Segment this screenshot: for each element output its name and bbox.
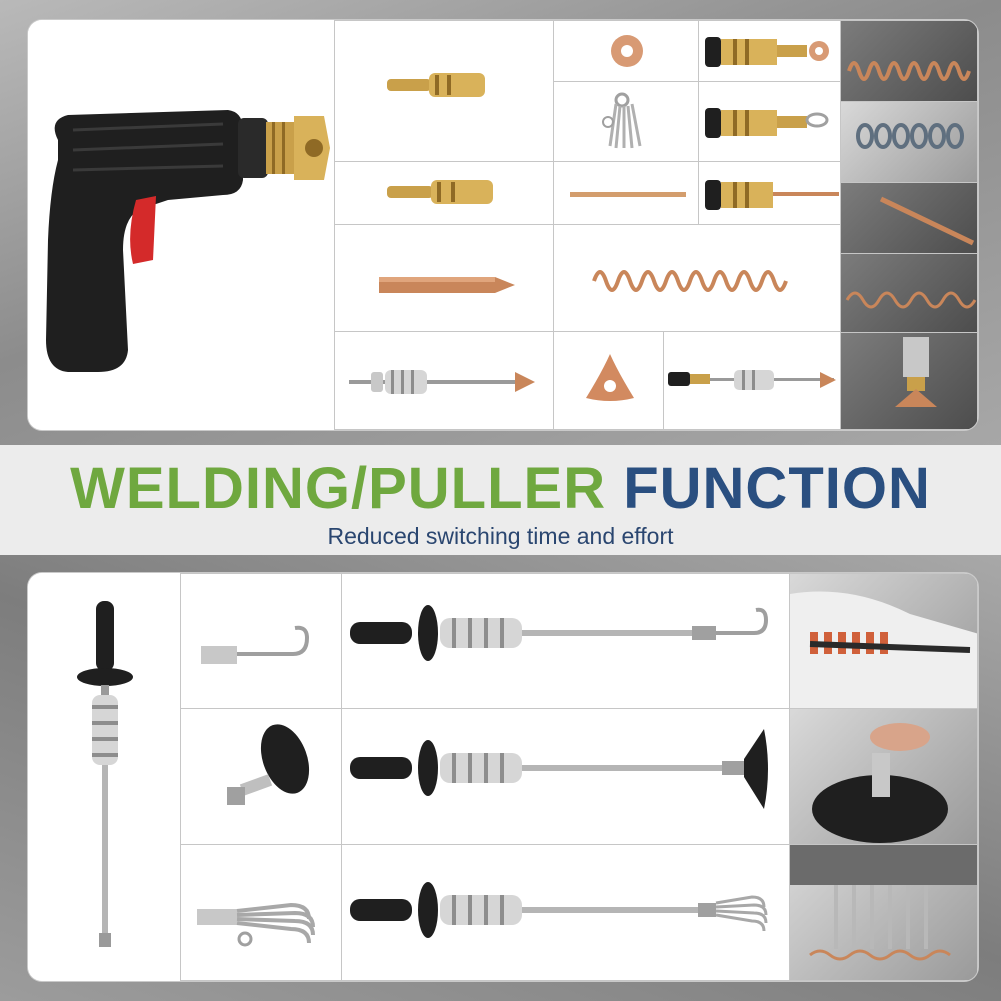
collet-tip-icon <box>387 73 485 97</box>
slide-hammer-hook-icon <box>350 605 769 661</box>
slide-hammer-cell <box>28 573 181 981</box>
spring-wire-photo <box>840 20 978 102</box>
triangle-star-washer-icon <box>586 354 634 401</box>
car-door-pull-photo <box>789 573 978 709</box>
hook-attachment-icon <box>201 625 310 664</box>
banner-title-part1: WELDING/PULLER <box>70 456 607 521</box>
banner-title-part2: FUNCTION <box>623 456 931 521</box>
spot-welder-gun-cell <box>28 20 335 430</box>
hook-attachment-cell <box>180 573 342 709</box>
welder-slide-hammer-icon <box>668 370 836 390</box>
copper-rod-icon <box>570 192 686 197</box>
copper-electrode-icon <box>379 277 515 293</box>
collet-tip-long-icon <box>387 180 493 204</box>
gun-tip-washer-icon <box>705 37 829 67</box>
slide-hammer-image <box>77 601 133 947</box>
star-tip-photo <box>840 332 978 430</box>
slide-hammer-hook-cell <box>341 573 790 709</box>
copper-electrode-cell <box>334 224 554 332</box>
gun-tip-ring-cell <box>698 81 841 162</box>
suction-cup-pull-photo <box>789 708 978 845</box>
slide-hammer-claw-cell <box>341 844 790 981</box>
copper-rod-cell <box>553 161 699 225</box>
claw-attachment-cell <box>180 844 342 981</box>
rod-welding-photo <box>840 182 978 254</box>
triangle-star-washer-cell <box>553 331 664 430</box>
banner-subtitle: Reduced switching time and effort <box>327 523 674 549</box>
puller-panel <box>28 573 978 981</box>
ring-washers-icon <box>602 92 642 149</box>
copper-washer-icon <box>611 35 643 67</box>
ring-washers-cell <box>553 81 699 162</box>
gun-tip-ring-icon <box>705 108 829 138</box>
copper-washer-cell <box>553 20 699 82</box>
gun-tip-rod-icon <box>705 180 839 210</box>
gun-tip-rod-cell <box>698 161 841 225</box>
banner-title: WELDING/PULLER FUNCTION <box>0 457 1001 521</box>
collet-tip-long-cell <box>334 161 554 225</box>
title-banner: WELDING/PULLER FUNCTION Reduced switchin… <box>0 445 1001 555</box>
wave-wire-photo <box>840 253 978 333</box>
slide-hammer-tip-icon <box>349 370 535 394</box>
slide-hammer-claw-icon <box>350 882 768 938</box>
gun-tip-washer-cell <box>698 20 841 82</box>
spot-welder-gun-image <box>46 110 330 372</box>
claw-pull-photo <box>789 844 978 981</box>
suction-cup-attachment-cell <box>180 708 342 845</box>
copper-spring-wire-icon <box>592 270 788 292</box>
welding-panel <box>28 20 978 430</box>
welder-slide-hammer-cell <box>663 331 841 430</box>
copper-spring-wire-cell <box>553 224 841 332</box>
slide-hammer-suction-cup-icon <box>350 729 768 809</box>
suction-cup-attachment-icon <box>227 724 310 805</box>
collet-tip-cell <box>334 20 554 162</box>
slide-hammer-tip-cell <box>334 331 554 430</box>
washer-row-photo <box>840 101 978 183</box>
slide-hammer-suction-cup-cell <box>341 708 790 845</box>
claw-attachment-icon <box>197 902 315 947</box>
